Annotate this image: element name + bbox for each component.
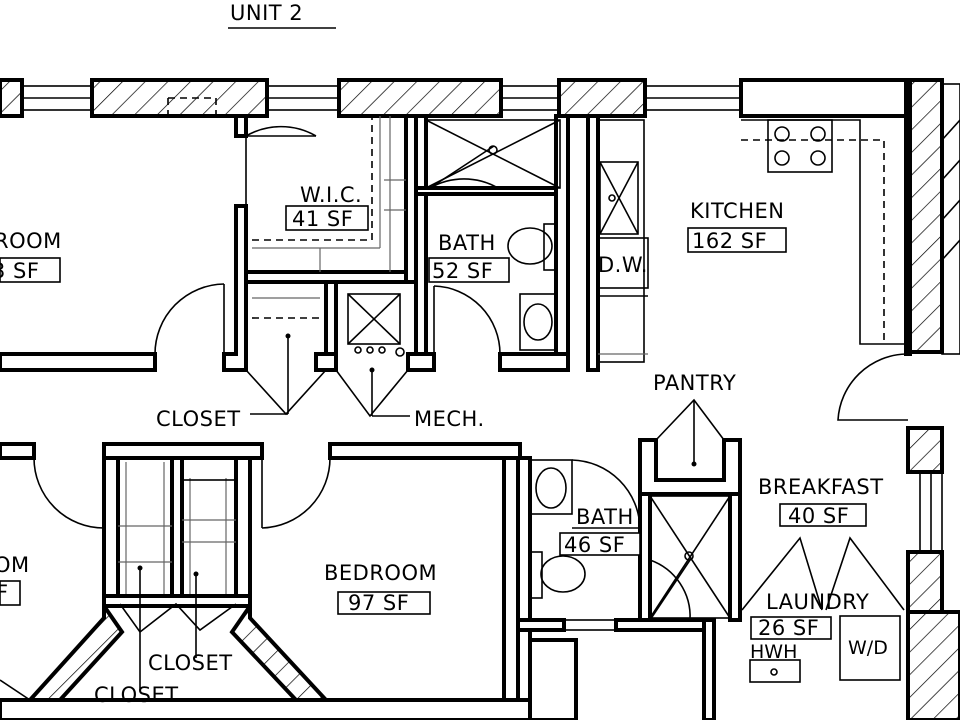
closet-mech-walls xyxy=(245,280,410,418)
area-label-partial-top: 3 SF xyxy=(0,259,39,283)
room-label-wic: W.I.C. xyxy=(300,183,362,207)
label-dishwasher: D.W. xyxy=(598,253,648,277)
room-label-bedroom: BEDROOM xyxy=(324,561,437,585)
exterior-wall-right xyxy=(906,78,960,720)
unit-title: UNIT 2 xyxy=(230,1,303,25)
area-label-wic: 41 SF xyxy=(292,207,353,231)
room-label-bath-mid: BATH xyxy=(576,505,634,529)
room-label-partial-left: OM xyxy=(0,553,30,577)
closet-lower-walls xyxy=(0,456,331,702)
room-label-partial-top: ROOM xyxy=(0,229,62,253)
unit-title-group: UNIT 2 xyxy=(228,1,336,29)
area-label-bath-mid: 46 SF xyxy=(564,533,625,557)
laundry-walls xyxy=(702,536,905,720)
label-wd: W/D xyxy=(848,637,888,659)
kitchen-area xyxy=(586,78,912,421)
area-label-kitchen: 162 SF xyxy=(692,229,767,253)
walls-middle xyxy=(0,442,522,529)
area-label-bedroom: 97 SF xyxy=(348,591,409,615)
wic-interior xyxy=(167,97,406,272)
area-label-partial-left: F xyxy=(0,581,9,605)
walls-upper-left xyxy=(0,114,418,372)
room-label-closet-low-b: CLOSET xyxy=(94,683,179,707)
room-label-bath-top: BATH xyxy=(438,231,496,255)
pantry-walls xyxy=(638,398,742,496)
room-label-kitchen: KITCHEN xyxy=(690,199,785,223)
bedroom-walls xyxy=(0,456,578,720)
area-label-laundry: 26 SF xyxy=(758,616,819,640)
room-label-closet-low-a: CLOSET xyxy=(148,651,233,675)
room-label-closet-mid: CLOSET xyxy=(156,407,241,431)
area-label-bath-top: 52 SF xyxy=(432,259,493,283)
label-hwh: HWH xyxy=(750,641,797,663)
left-room-partial xyxy=(0,257,225,606)
room-label-breakfast: BREAKFAST xyxy=(758,475,884,499)
room-label-pantry: PANTRY xyxy=(653,371,736,395)
area-label-breakfast: 40 SF xyxy=(788,504,849,528)
room-label-mech: MECH. xyxy=(414,407,485,431)
bath-mid-walls xyxy=(516,456,742,720)
room-label-laundry: LAUNDRY xyxy=(766,590,869,614)
bath-top-walls xyxy=(406,114,570,372)
